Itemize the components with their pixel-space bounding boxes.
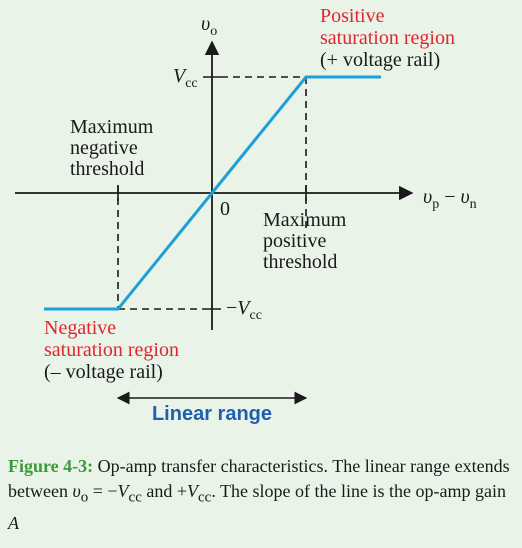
caption-vo: υ <box>72 481 81 501</box>
caption-vcc-pos-sub: cc <box>198 489 212 506</box>
max-negative-threshold-label: Maximum negative threshold <box>70 116 158 180</box>
figure-label: Figure 4-3: <box>8 456 94 476</box>
vcc-bottom-label: −Vcc <box>226 297 262 323</box>
figure-caption: Figure 4-3: Op-amp transfer characterist… <box>8 454 514 536</box>
positive-saturation-rail: (+ voltage rail) <box>320 49 440 71</box>
y-axis-label: υo <box>201 13 217 39</box>
caption-gain: A <box>8 512 19 533</box>
transfer-line <box>44 75 381 311</box>
origin-label: 0 <box>220 198 230 220</box>
caption-text-1: Op-amp transfer characteristics. The lin… <box>8 456 510 501</box>
caption-and: and + <box>141 481 188 501</box>
caption-text-2: . The slope of the line is the op-amp ga… <box>211 481 506 501</box>
caption-eq: = − <box>88 481 118 501</box>
x-axis-label: υp − υn <box>423 186 477 212</box>
caption-vcc-neg-sub: cc <box>128 489 142 506</box>
caption-vcc-pos: V <box>187 481 199 501</box>
vcc-top-label: Vcc <box>173 65 198 91</box>
caption-vcc-neg: V <box>117 481 129 501</box>
negative-saturation-label: Negative saturation region <box>44 317 179 361</box>
caption-vo-sub: o <box>80 489 89 506</box>
max-positive-threshold-label: Maximum positive threshold <box>263 209 351 273</box>
negative-saturation-rail: (– voltage rail) <box>44 361 163 383</box>
linear-range-label: Linear range <box>152 403 272 425</box>
positive-saturation-label: Positive saturation region <box>320 5 455 49</box>
